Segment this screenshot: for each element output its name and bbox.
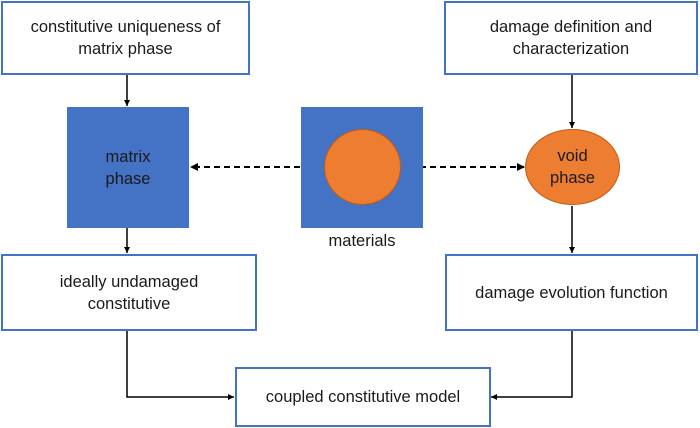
node-damage-evolution: damage evolution function xyxy=(445,254,698,331)
node-undamaged-constitutive: ideally undamaged constitutive xyxy=(1,254,257,331)
node-matrix-uniqueness: constitutive uniqueness of matrix phase xyxy=(1,1,250,75)
node-matrix-phase: matrix phase xyxy=(67,107,189,228)
node-void-phase: void phase xyxy=(525,129,620,205)
materials-void-circle-icon xyxy=(324,129,401,205)
node-undamaged-constitutive-label: ideally undamaged constitutive xyxy=(59,272,199,313)
node-coupled-model-label: coupled constitutive model xyxy=(265,388,461,406)
node-damage-evolution-label: damage evolution function xyxy=(475,283,668,302)
node-damage-definition: damage definition and characterization xyxy=(444,1,698,75)
node-coupled-model: coupled constitutive model xyxy=(235,367,491,427)
node-damage-definition-label: damage definition and characterization xyxy=(489,18,653,58)
node-void-phase-label: void phase xyxy=(550,147,595,187)
node-materials-label: materials xyxy=(328,232,396,250)
node-matrix-uniqueness-label: constitutive uniqueness of matrix phase xyxy=(30,18,221,58)
arrow-undamaged-to-coupled xyxy=(126,331,234,400)
arrow-evolution-to-coupled xyxy=(491,331,573,400)
node-matrix-phase-label: matrix phase xyxy=(105,147,151,188)
